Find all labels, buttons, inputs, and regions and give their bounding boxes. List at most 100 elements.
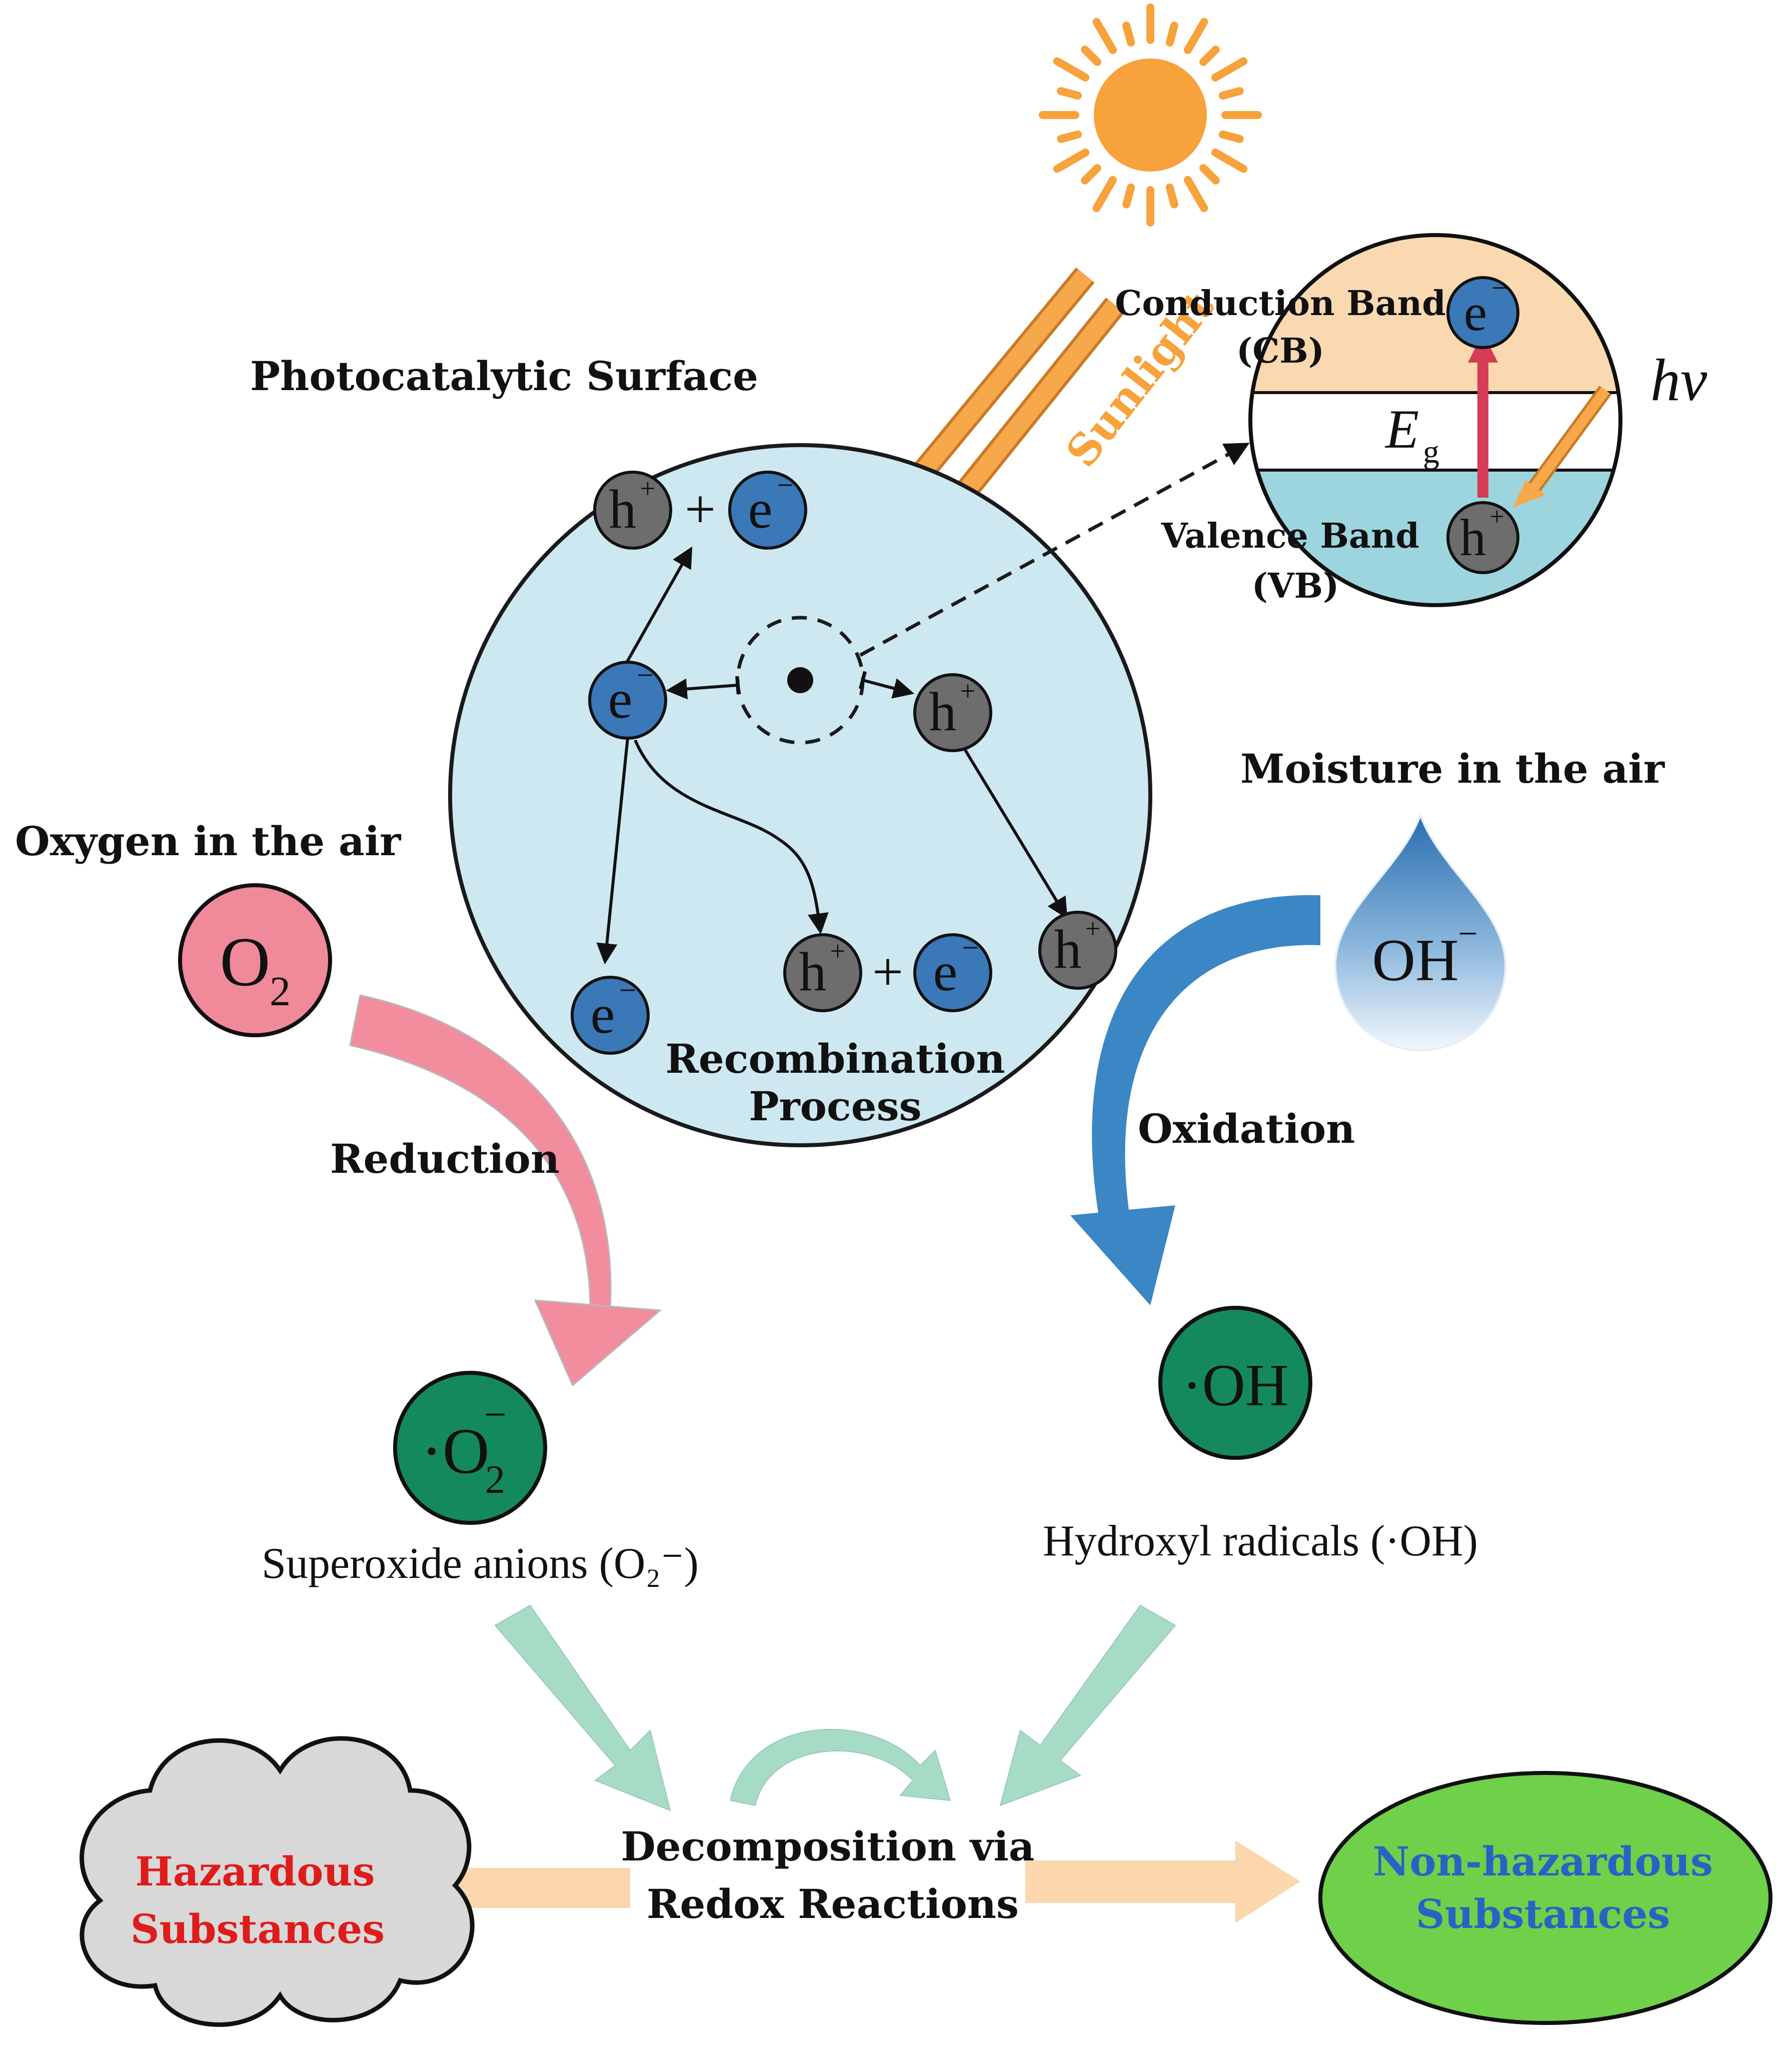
svg-text:h: h xyxy=(1054,919,1082,980)
mint-arrows xyxy=(494,1604,1176,1811)
nonhazardous-ellipse xyxy=(1318,1771,1772,2025)
electron-particle-cb: e − xyxy=(1446,272,1519,349)
hv-label: hv xyxy=(1650,347,1707,413)
oxidation-arrowhead xyxy=(1070,1205,1175,1305)
vb-label: (VB) xyxy=(1252,566,1339,606)
sun-ray xyxy=(1057,130,1082,143)
conduction-band-label: Conduction Band xyxy=(1115,284,1446,324)
sun-ray xyxy=(1199,164,1220,185)
svg-text:+: + xyxy=(960,676,975,706)
sun-ray xyxy=(1199,46,1220,66)
recombination-label-line2: Process xyxy=(749,1083,921,1130)
sun-ray xyxy=(1184,18,1208,55)
process-arrow-right-shaft xyxy=(1025,1860,1240,1903)
hazardous-label-line1: Hazardous xyxy=(135,1848,375,1895)
water-droplet-icon: OH − xyxy=(1334,812,1507,1052)
svg-text:−: − xyxy=(777,469,794,502)
svg-text:+: + xyxy=(1489,503,1504,531)
sun-ray xyxy=(1211,149,1248,173)
svg-text:e: e xyxy=(933,941,958,1002)
reduction-arrowhead xyxy=(534,1299,662,1387)
hole-particle-right: h + xyxy=(913,673,992,752)
sun-ray xyxy=(1092,176,1117,213)
photocatalytic-surface-label: Photocatalytic Surface xyxy=(250,353,758,400)
recombination-label-line1: Recombination xyxy=(665,1035,1005,1082)
decomposition-label-line2: Redox Reactions xyxy=(647,1880,1019,1927)
band-gap-label: E g xyxy=(1384,399,1439,470)
hazardous-label-line2: Substances xyxy=(131,1905,385,1952)
valence-band-label: Valence Band xyxy=(1161,516,1419,556)
hazardous-cloud-icon xyxy=(80,1736,475,2027)
cb-label: (CB) xyxy=(1236,331,1324,371)
reduction-label: Reduction xyxy=(330,1135,560,1182)
sun-ray xyxy=(1218,87,1244,100)
electron-particle-top: e − xyxy=(728,469,807,550)
process-arrow-left xyxy=(440,1868,630,1908)
hydroxyl-radical: ·OH xyxy=(1158,1306,1312,1460)
nonhazardous-label-line2: Substances xyxy=(1416,1890,1670,1937)
svg-text:e: e xyxy=(1464,283,1487,342)
sun-icon xyxy=(1039,4,1262,227)
sun-ray xyxy=(1211,57,1248,82)
excitation-center-dot xyxy=(787,667,813,693)
sun-ray xyxy=(1081,164,1101,185)
sun-ray xyxy=(1122,22,1135,47)
sun-ray xyxy=(1053,149,1090,173)
electron-particle-left: e − xyxy=(588,659,667,740)
sun-ray xyxy=(1092,18,1117,55)
hole-particle-lower-right: h + xyxy=(1038,911,1117,990)
oxygen-molecule: O 2 xyxy=(178,883,332,1037)
sun-ray xyxy=(1122,183,1135,209)
electron-particle-recombination: e − xyxy=(913,931,992,1012)
svg-text:h: h xyxy=(609,479,637,540)
hole-particle-vb: h + xyxy=(1446,501,1519,574)
svg-text:2: 2 xyxy=(485,1458,505,1502)
svg-text:−: − xyxy=(962,931,979,964)
plus-sign-recombination: + xyxy=(872,941,903,1002)
sun-ray xyxy=(1053,57,1090,82)
svg-text:O: O xyxy=(220,923,270,1001)
svg-text:+: + xyxy=(640,473,655,504)
moisture-in-air-label: Moisture in the air xyxy=(1240,745,1665,792)
zoom-pointer xyxy=(859,443,1250,657)
svg-text:e: e xyxy=(608,669,633,730)
sun-ray xyxy=(1184,176,1208,213)
svg-text:+: + xyxy=(830,936,845,966)
svg-text:−: − xyxy=(1458,915,1477,953)
sun-ray xyxy=(1165,22,1178,47)
decomposition-label-line1: Decomposition via xyxy=(621,1823,1034,1870)
oxidation-arrow xyxy=(1092,895,1320,1225)
svg-text:h: h xyxy=(1460,508,1486,567)
plus-sign-top: + xyxy=(685,479,716,540)
hydroxyl-label: Hydroxyl radicals (·OH) xyxy=(1043,1517,1478,1565)
process-arrow-right-head xyxy=(1235,1840,1300,1923)
svg-text:−: − xyxy=(1491,272,1508,304)
hole-particle-recombination: h + xyxy=(783,933,862,1012)
svg-text:2: 2 xyxy=(270,968,291,1015)
svg-text:e: e xyxy=(591,984,615,1045)
svg-text:h: h xyxy=(929,681,957,742)
charge-transfer-arrows xyxy=(596,546,1068,965)
svg-text:OH: OH xyxy=(1372,927,1458,993)
svg-text:E: E xyxy=(1384,399,1419,460)
svg-text:−: − xyxy=(619,974,636,1007)
svg-text:·O: ·O xyxy=(421,1415,489,1487)
svg-text:·OH: ·OH xyxy=(1182,1352,1288,1418)
oxygen-in-air-label: Oxygen in the air xyxy=(15,818,401,865)
sun-ray xyxy=(1218,130,1244,143)
electron-particle-lower-left: e − xyxy=(571,974,650,1055)
sun-ray xyxy=(1081,46,1101,66)
svg-text:−: − xyxy=(484,1393,506,1437)
superoxide-label: Superoxide anions (O₂⁻) xyxy=(262,1539,699,1588)
sun-ray xyxy=(1165,183,1178,209)
oxidation-label: Oxidation xyxy=(1138,1105,1355,1152)
svg-text:h: h xyxy=(799,941,827,1002)
svg-text:e: e xyxy=(748,479,773,540)
nonhazardous-label-line1: Non-hazardous xyxy=(1373,1838,1713,1885)
hole-particle-top: h + xyxy=(593,471,672,550)
svg-text:g: g xyxy=(1423,434,1439,470)
svg-text:−: − xyxy=(637,659,654,692)
sun-ray xyxy=(1057,87,1082,100)
svg-text:+: + xyxy=(1085,913,1100,944)
